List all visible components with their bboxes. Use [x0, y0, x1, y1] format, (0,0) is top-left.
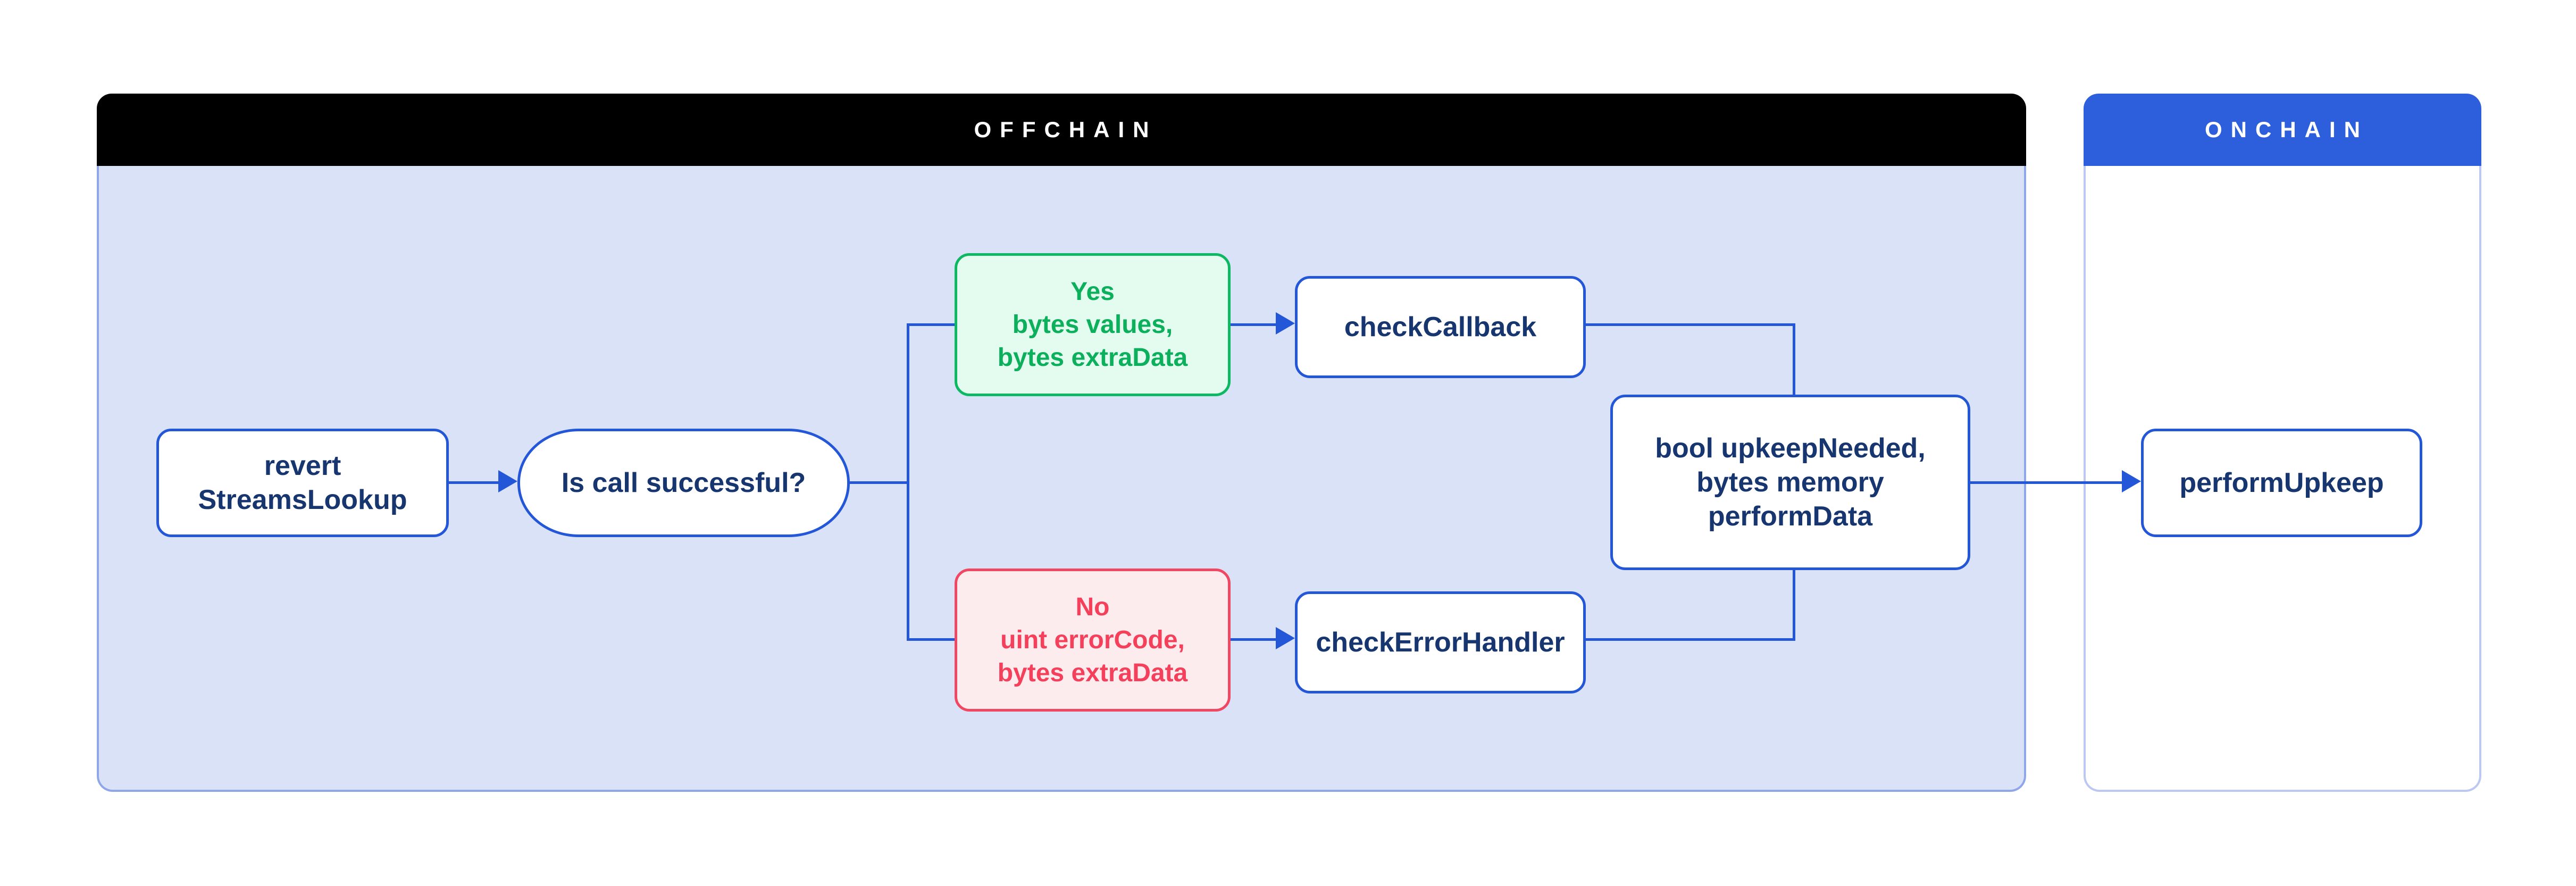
- node-upkeep-result-line-2: bytes memory: [1696, 467, 1884, 498]
- connector-check-callback-out: [1586, 323, 1795, 326]
- node-check-error-handler: checkErrorHandler: [1295, 591, 1586, 693]
- offchain-title: OFFCHAIN: [974, 117, 1158, 142]
- node-no-line-1: No: [1075, 592, 1110, 621]
- node-no-line-3: bytes extraData: [997, 658, 1188, 687]
- node-upkeep-result: bool upkeepNeeded, bytes memory performD…: [1610, 395, 1970, 570]
- node-no-branch: No uint errorCode, bytes extraData: [955, 569, 1231, 712]
- connector-yes-to-check-callback: [1231, 323, 1276, 326]
- node-upkeep-result-line-1: bool upkeepNeeded,: [1655, 433, 1926, 464]
- node-decision-label: Is call successful?: [561, 467, 806, 498]
- arrowhead-into-perform-upkeep: [2122, 470, 2141, 492]
- connector-check-error-handler-up: [1793, 569, 1795, 641]
- connector-check-callback-down: [1793, 323, 1795, 397]
- node-check-error-handler-label: checkErrorHandler: [1316, 627, 1565, 658]
- node-perform-upkeep-label: performUpkeep: [2179, 467, 2384, 498]
- arrowhead-into-check-callback: [1276, 312, 1295, 335]
- node-yes-line-3: bytes extraData: [997, 343, 1188, 372]
- connector-branch-to-yes: [907, 323, 955, 326]
- node-revert-line-2: StreamsLookup: [198, 484, 407, 515]
- node-perform-upkeep: performUpkeep: [2141, 429, 2422, 537]
- offchain-header: OFFCHAIN: [97, 94, 2026, 166]
- node-revert-streams-lookup: revert StreamsLookup: [156, 429, 449, 537]
- arrowhead-into-check-error-handler: [1276, 627, 1295, 649]
- connector-decision-to-branch: [850, 481, 909, 484]
- onchain-title: ONCHAIN: [2205, 117, 2369, 142]
- connector-branch-vertical: [907, 323, 909, 641]
- node-upkeep-result-line-3: performData: [1708, 501, 1873, 532]
- node-revert-line-1: revert: [264, 450, 341, 481]
- node-no-line-2: uint errorCode,: [1000, 625, 1185, 654]
- connector-branch-to-no: [907, 638, 955, 641]
- connector-revert-to-decision: [449, 481, 499, 484]
- node-check-callback-label: checkCallback: [1344, 312, 1537, 342]
- node-is-call-successful: Is call successful?: [517, 429, 850, 537]
- arrowhead-into-decision: [498, 470, 517, 492]
- node-yes-line-1: Yes: [1070, 277, 1115, 306]
- node-check-callback: checkCallback: [1295, 276, 1586, 378]
- node-yes-line-2: bytes values,: [1012, 310, 1173, 339]
- connector-upkeep-result-to-perform-upkeep: [1970, 481, 2122, 484]
- onchain-header: ONCHAIN: [2084, 94, 2481, 166]
- node-yes-branch: Yes bytes values, bytes extraData: [955, 253, 1231, 396]
- connector-check-error-handler-out: [1586, 638, 1795, 641]
- connector-no-to-check-error-handler: [1231, 638, 1276, 641]
